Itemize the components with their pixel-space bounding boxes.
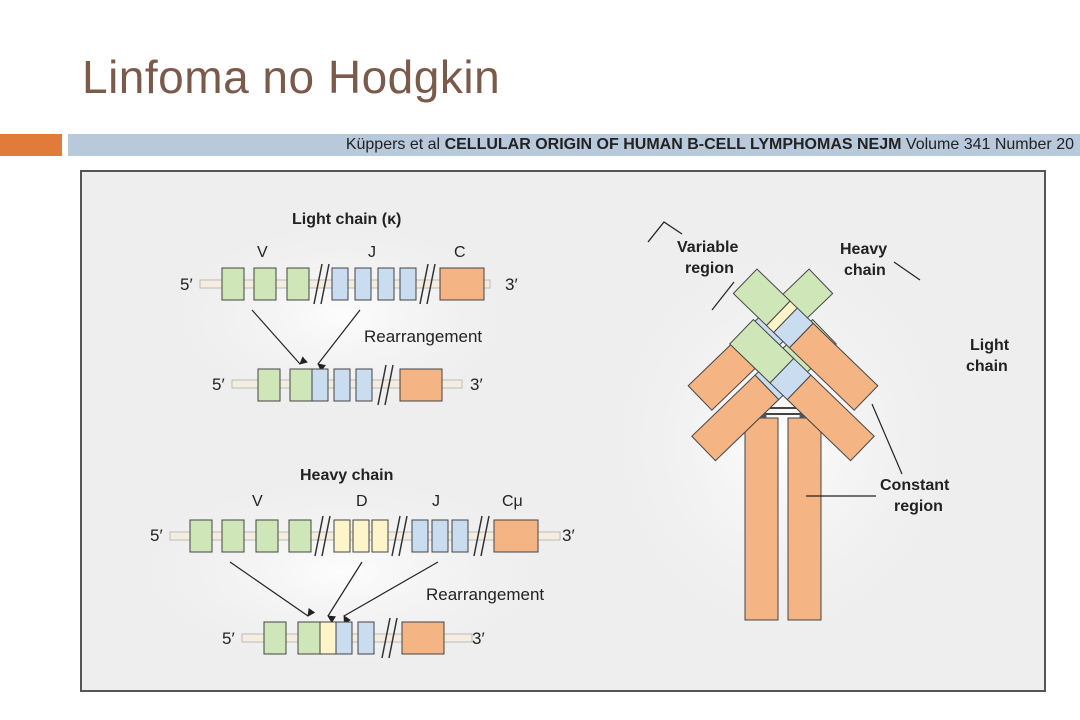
- heavy-break-mark-3: [473, 515, 490, 557]
- light-break-mark-1: [313, 263, 330, 305]
- heavy-d-segment-1: [333, 519, 351, 553]
- heavy-rearr-v-1: [263, 621, 287, 655]
- heavy-germline-3prime: 3′: [562, 526, 575, 545]
- heavy-chain-glow: [102, 462, 582, 682]
- light-rearr-j-1: [311, 368, 329, 402]
- light-j-segment-2: [354, 267, 372, 301]
- heavy-j-segment-2: [431, 519, 449, 553]
- heavy-rearr-v-2: [297, 621, 321, 655]
- heavy-rearr-j-1: [335, 621, 353, 655]
- light-c-segment: [439, 267, 485, 301]
- light-j-label: J: [368, 244, 376, 261]
- light-v-segment-1: [221, 267, 245, 301]
- figure-canvas: Light chain (κ) V J C 5′ 3′ Rearrangemen…: [102, 207, 1010, 682]
- right-light-arm: [729, 318, 875, 462]
- heavy-rearr-j-2: [357, 621, 375, 655]
- light-c-label: C: [454, 244, 466, 261]
- source-article-title: CELLULAR ORIGIN OF HUMAN B-CELL LYMPHOMA…: [444, 136, 902, 153]
- light-rearranged-5prime: 5′: [212, 375, 225, 394]
- light-arrow-v: [251, 309, 308, 365]
- heavy-break-mark-1: [314, 515, 331, 557]
- light-v-segment-2: [253, 267, 277, 301]
- heavy-rearr-break-mark: [381, 617, 398, 659]
- constant-region-label-2: region: [894, 498, 943, 515]
- variable-region-bracket: [647, 221, 683, 243]
- light-germline-3prime: 3′: [505, 275, 518, 294]
- heavy-v-segment-1: [189, 519, 213, 553]
- heavy-rearr-d: [319, 621, 337, 655]
- heavy-chain-stem-right: [787, 417, 822, 621]
- heavy-arrow-v: [229, 561, 316, 617]
- constant-region-pointer-arm: [871, 403, 903, 475]
- light-j-segment-4: [399, 267, 417, 301]
- light-chain-title: Light chain (κ): [292, 211, 401, 228]
- heavy-v-label: V: [252, 493, 263, 510]
- heavy-chain-pointer: [893, 261, 921, 281]
- light-j-segment-1: [331, 267, 349, 301]
- right-heavy-v-region: [732, 268, 791, 327]
- accent-bar: [0, 134, 62, 156]
- heavy-break-mark-2: [391, 515, 408, 557]
- heavy-rearranged-dna: [241, 633, 473, 643]
- heavy-germline-5prime: 5′: [150, 526, 163, 545]
- heavy-rearranged-5prime: 5′: [222, 629, 235, 648]
- heavy-chain-label-1: Heavy: [840, 241, 887, 258]
- light-rearr-break-mark: [377, 364, 394, 406]
- heavy-arrow-j: [343, 561, 439, 625]
- variable-region-pointer: [711, 281, 735, 311]
- light-rearr-c-segment: [399, 368, 443, 402]
- source-authors: Küppers et al: [345, 136, 445, 153]
- heavy-c-label: Cμ: [502, 493, 523, 510]
- light-germline-5prime: 5′: [180, 275, 193, 294]
- source-citation: Küppers et al CELLULAR ORIGIN OF HUMAN B…: [346, 136, 1074, 154]
- heavy-j-label: J: [432, 493, 440, 510]
- heavy-v-segment-3: [255, 519, 279, 553]
- heavy-rearranged-3prime: 3′: [472, 629, 485, 648]
- heavy-j-segment-3: [451, 519, 469, 553]
- heavy-d-segment-2: [352, 519, 370, 553]
- light-rearr-v-1: [257, 368, 281, 402]
- light-rearr-j-3: [355, 368, 373, 402]
- light-rearrangement-label: Rearrangement: [364, 327, 482, 346]
- heavy-v-segment-4: [288, 519, 312, 553]
- light-break-mark-2: [419, 263, 436, 305]
- heavy-rearrangement-label: Rearrangement: [426, 585, 544, 604]
- heavy-chain-label-2: chain: [844, 262, 886, 279]
- constant-region-label-1: Constant: [880, 477, 950, 494]
- light-chain-label-1: Light: [970, 337, 1010, 354]
- light-chain-label-2: chain: [966, 358, 1008, 375]
- light-arrow-j: [317, 309, 361, 372]
- heavy-chain-stem-left: [744, 417, 779, 621]
- right-heavy-arm: [732, 268, 879, 411]
- heavy-d-label: D: [356, 493, 368, 510]
- heavy-arrow-d: [327, 561, 363, 624]
- heavy-c-segment: [493, 519, 539, 553]
- variable-region-label-2: region: [685, 260, 734, 277]
- heavy-v-segment-2: [221, 519, 245, 553]
- heavy-j-segment-1: [411, 519, 429, 553]
- source-volume: Volume 341 Number 20: [901, 136, 1074, 153]
- source-bar: Küppers et al CELLULAR ORIGIN OF HUMAN B…: [68, 134, 1080, 156]
- immunoglobulin-figure: Light chain (κ) V J C 5′ 3′ Rearrangemen…: [80, 170, 1046, 692]
- light-j-segment-3: [377, 267, 395, 301]
- light-rearr-v-2: [289, 368, 313, 402]
- light-rearr-j-2: [333, 368, 351, 402]
- right-light-v-region: [729, 318, 795, 384]
- light-rearranged-3prime: 3′: [470, 375, 483, 394]
- antibody-glow: [582, 212, 982, 672]
- light-v-label: V: [257, 244, 268, 261]
- variable-region-label-1: Variable: [677, 239, 738, 256]
- heavy-chain-title: Heavy chain: [300, 467, 393, 484]
- heavy-rearr-c-segment: [401, 621, 445, 655]
- light-v-segment-3: [286, 267, 310, 301]
- slide-title: Linfoma no Hodgkin: [82, 51, 501, 103]
- heavy-d-segment-3: [371, 519, 389, 553]
